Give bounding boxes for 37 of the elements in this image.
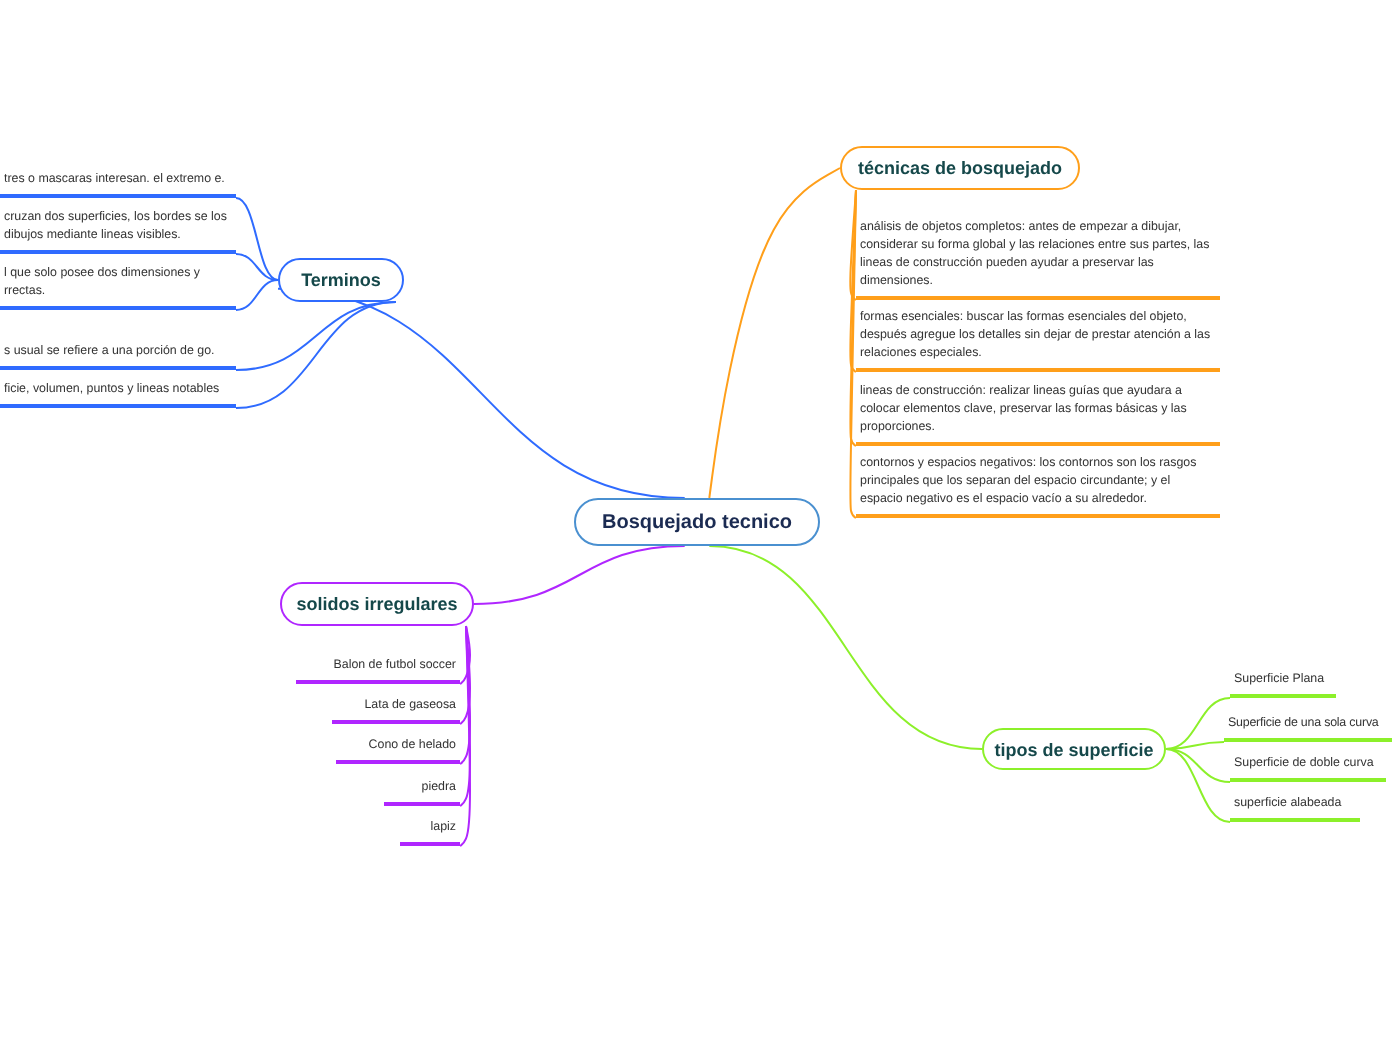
connector-line [459,625,471,685]
branch-item [0,380,236,408]
connector-line [473,545,686,605]
topic-box [280,582,474,626]
central-topic [574,498,820,546]
branch-item [856,452,1220,518]
connector-line [235,279,279,311]
connector-line [1165,748,1231,783]
topic-title: tipos de superficie [994,739,1154,759]
connector-line [849,189,857,519]
branch-item [400,816,460,846]
branch-item [1230,752,1386,782]
connector-line [708,167,841,499]
branch-item [0,262,236,310]
topic-box [278,258,404,302]
branch-item [332,694,460,724]
branch-item [1230,792,1360,822]
branch-item [0,206,236,254]
branch-item [296,654,460,684]
branch-item [1224,712,1392,742]
connector-line [235,197,279,281]
topic-box [982,728,1166,770]
topic-title: Bosquejado tecnico [601,511,792,533]
topic-box [840,146,1080,190]
branch-item [1230,668,1336,698]
branch-item [856,380,1220,446]
connector-line [235,301,397,409]
topic-title: solidos irregulares [296,594,458,614]
topic-title: Terminos [301,270,381,290]
connector-line [1165,697,1231,750]
connector-line [708,545,983,750]
connector-line [459,625,471,847]
topic-title: técnicas de bosquejado [857,158,1063,178]
branch-item [336,734,460,764]
connector-line [235,253,279,281]
connector-line [1165,748,1231,823]
branch-item [384,776,460,806]
